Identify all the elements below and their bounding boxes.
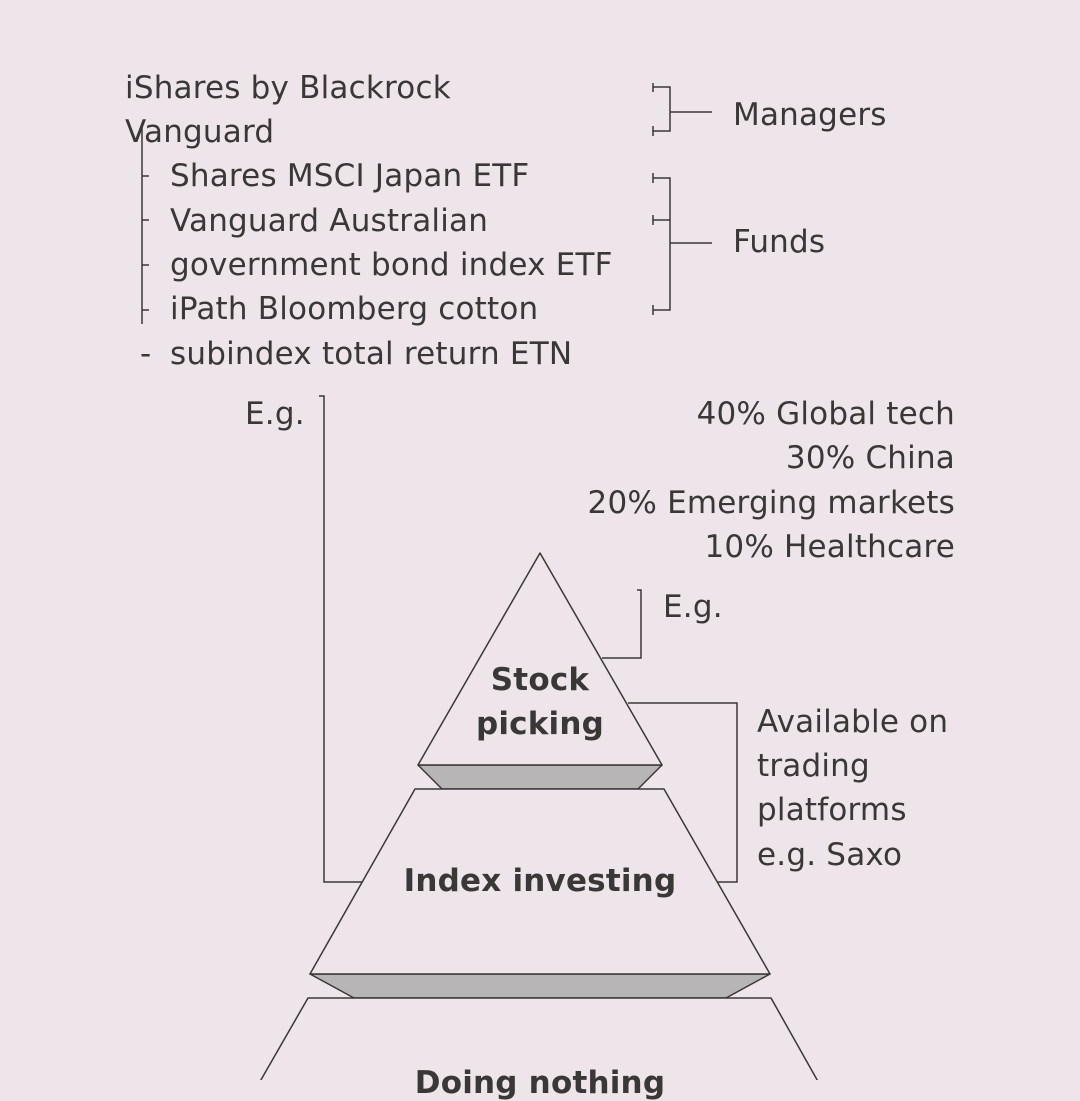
pyramid-top-ledge <box>417 764 663 790</box>
index-eg-connector <box>319 395 363 883</box>
availability-line: e.g. Saxo <box>757 837 903 873</box>
funds-label: Funds <box>733 224 826 260</box>
fund-item: Shares MSCI Japan ETF <box>170 158 530 194</box>
vanguard-tree-line <box>141 126 149 324</box>
pyramid-top-label-line1: Stock <box>490 662 590 698</box>
pyramid-top-label-line2: picking <box>475 706 605 742</box>
pyramid-bottom-label: Doing nothing <box>414 1065 666 1101</box>
fund-item: subindex total return ETN <box>170 336 573 372</box>
allocation-item: 20% Emerging markets <box>587 485 955 521</box>
manager-ishares: iShares by Blackrock <box>125 70 451 106</box>
pyramid-middle-tier <box>309 788 771 975</box>
allocation-item: 30% China <box>785 440 955 476</box>
stock-eg-connector <box>602 589 642 659</box>
pyramid-top-tier <box>417 552 663 766</box>
managers-bracket <box>652 83 712 136</box>
managers-label: Managers <box>733 97 887 133</box>
pyramid-middle-label: Index investing <box>403 863 677 899</box>
availability-bracket <box>628 702 738 883</box>
fund-item: Vanguard Australian <box>170 203 489 239</box>
availability-line: Available on <box>757 704 949 740</box>
allocation-item: 10% Healthcare <box>704 529 955 565</box>
manager-vanguard: Vanguard <box>125 114 275 150</box>
fund-item: government bond index ETF <box>170 247 613 283</box>
availability-line: platforms <box>757 792 907 828</box>
index-eg-label: E.g. <box>245 396 305 432</box>
allocation-item: 40% Global tech <box>696 396 955 432</box>
list-bullet: - <box>140 336 152 372</box>
pyramid-middle-ledge <box>309 973 771 999</box>
availability-line: trading <box>757 748 870 784</box>
fund-item: iPath Bloomberg cotton <box>170 291 539 327</box>
stock-eg-label: E.g. <box>663 589 723 625</box>
pyramid-bottom-tier <box>260 997 819 1080</box>
funds-bracket <box>652 173 712 315</box>
